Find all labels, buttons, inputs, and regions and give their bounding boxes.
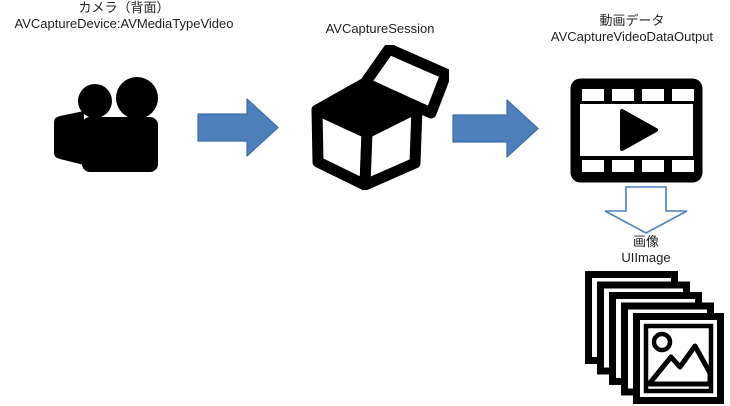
right-arrow-icon (452, 99, 539, 158)
video-camera-icon (52, 77, 164, 177)
right-arrow-icon (197, 98, 279, 157)
session-node-label: AVCaptureSession (288, 21, 472, 37)
photo-stack-icon (583, 269, 724, 405)
image-node-subtitle: UIImage (621, 250, 671, 265)
session-node-title: AVCaptureSession (325, 21, 435, 36)
down-arrow-icon (604, 186, 688, 234)
video-output-node-label: 動画データ AVCaptureVideoDataOutput (520, 13, 730, 45)
video-output-node-title: 動画データ (599, 13, 665, 28)
video-output-node-subtitle: AVCaptureVideoDataOutput (550, 29, 714, 44)
film-strip-icon (569, 77, 704, 184)
camera-node-label: カメラ（背面） AVCaptureDevice:AVMediaTypeVideo (0, 0, 248, 32)
camera-node-subtitle: AVCaptureDevice:AVMediaTypeVideo (14, 16, 234, 31)
play-icon (620, 109, 658, 151)
mountain-icon (646, 343, 713, 387)
open-box-icon (311, 45, 449, 190)
image-node-label: 画像 UIImage (586, 234, 706, 266)
camera-node-title: カメラ（背面） (78, 0, 170, 15)
image-node-title: 画像 (632, 234, 659, 249)
sun-icon (651, 331, 673, 353)
